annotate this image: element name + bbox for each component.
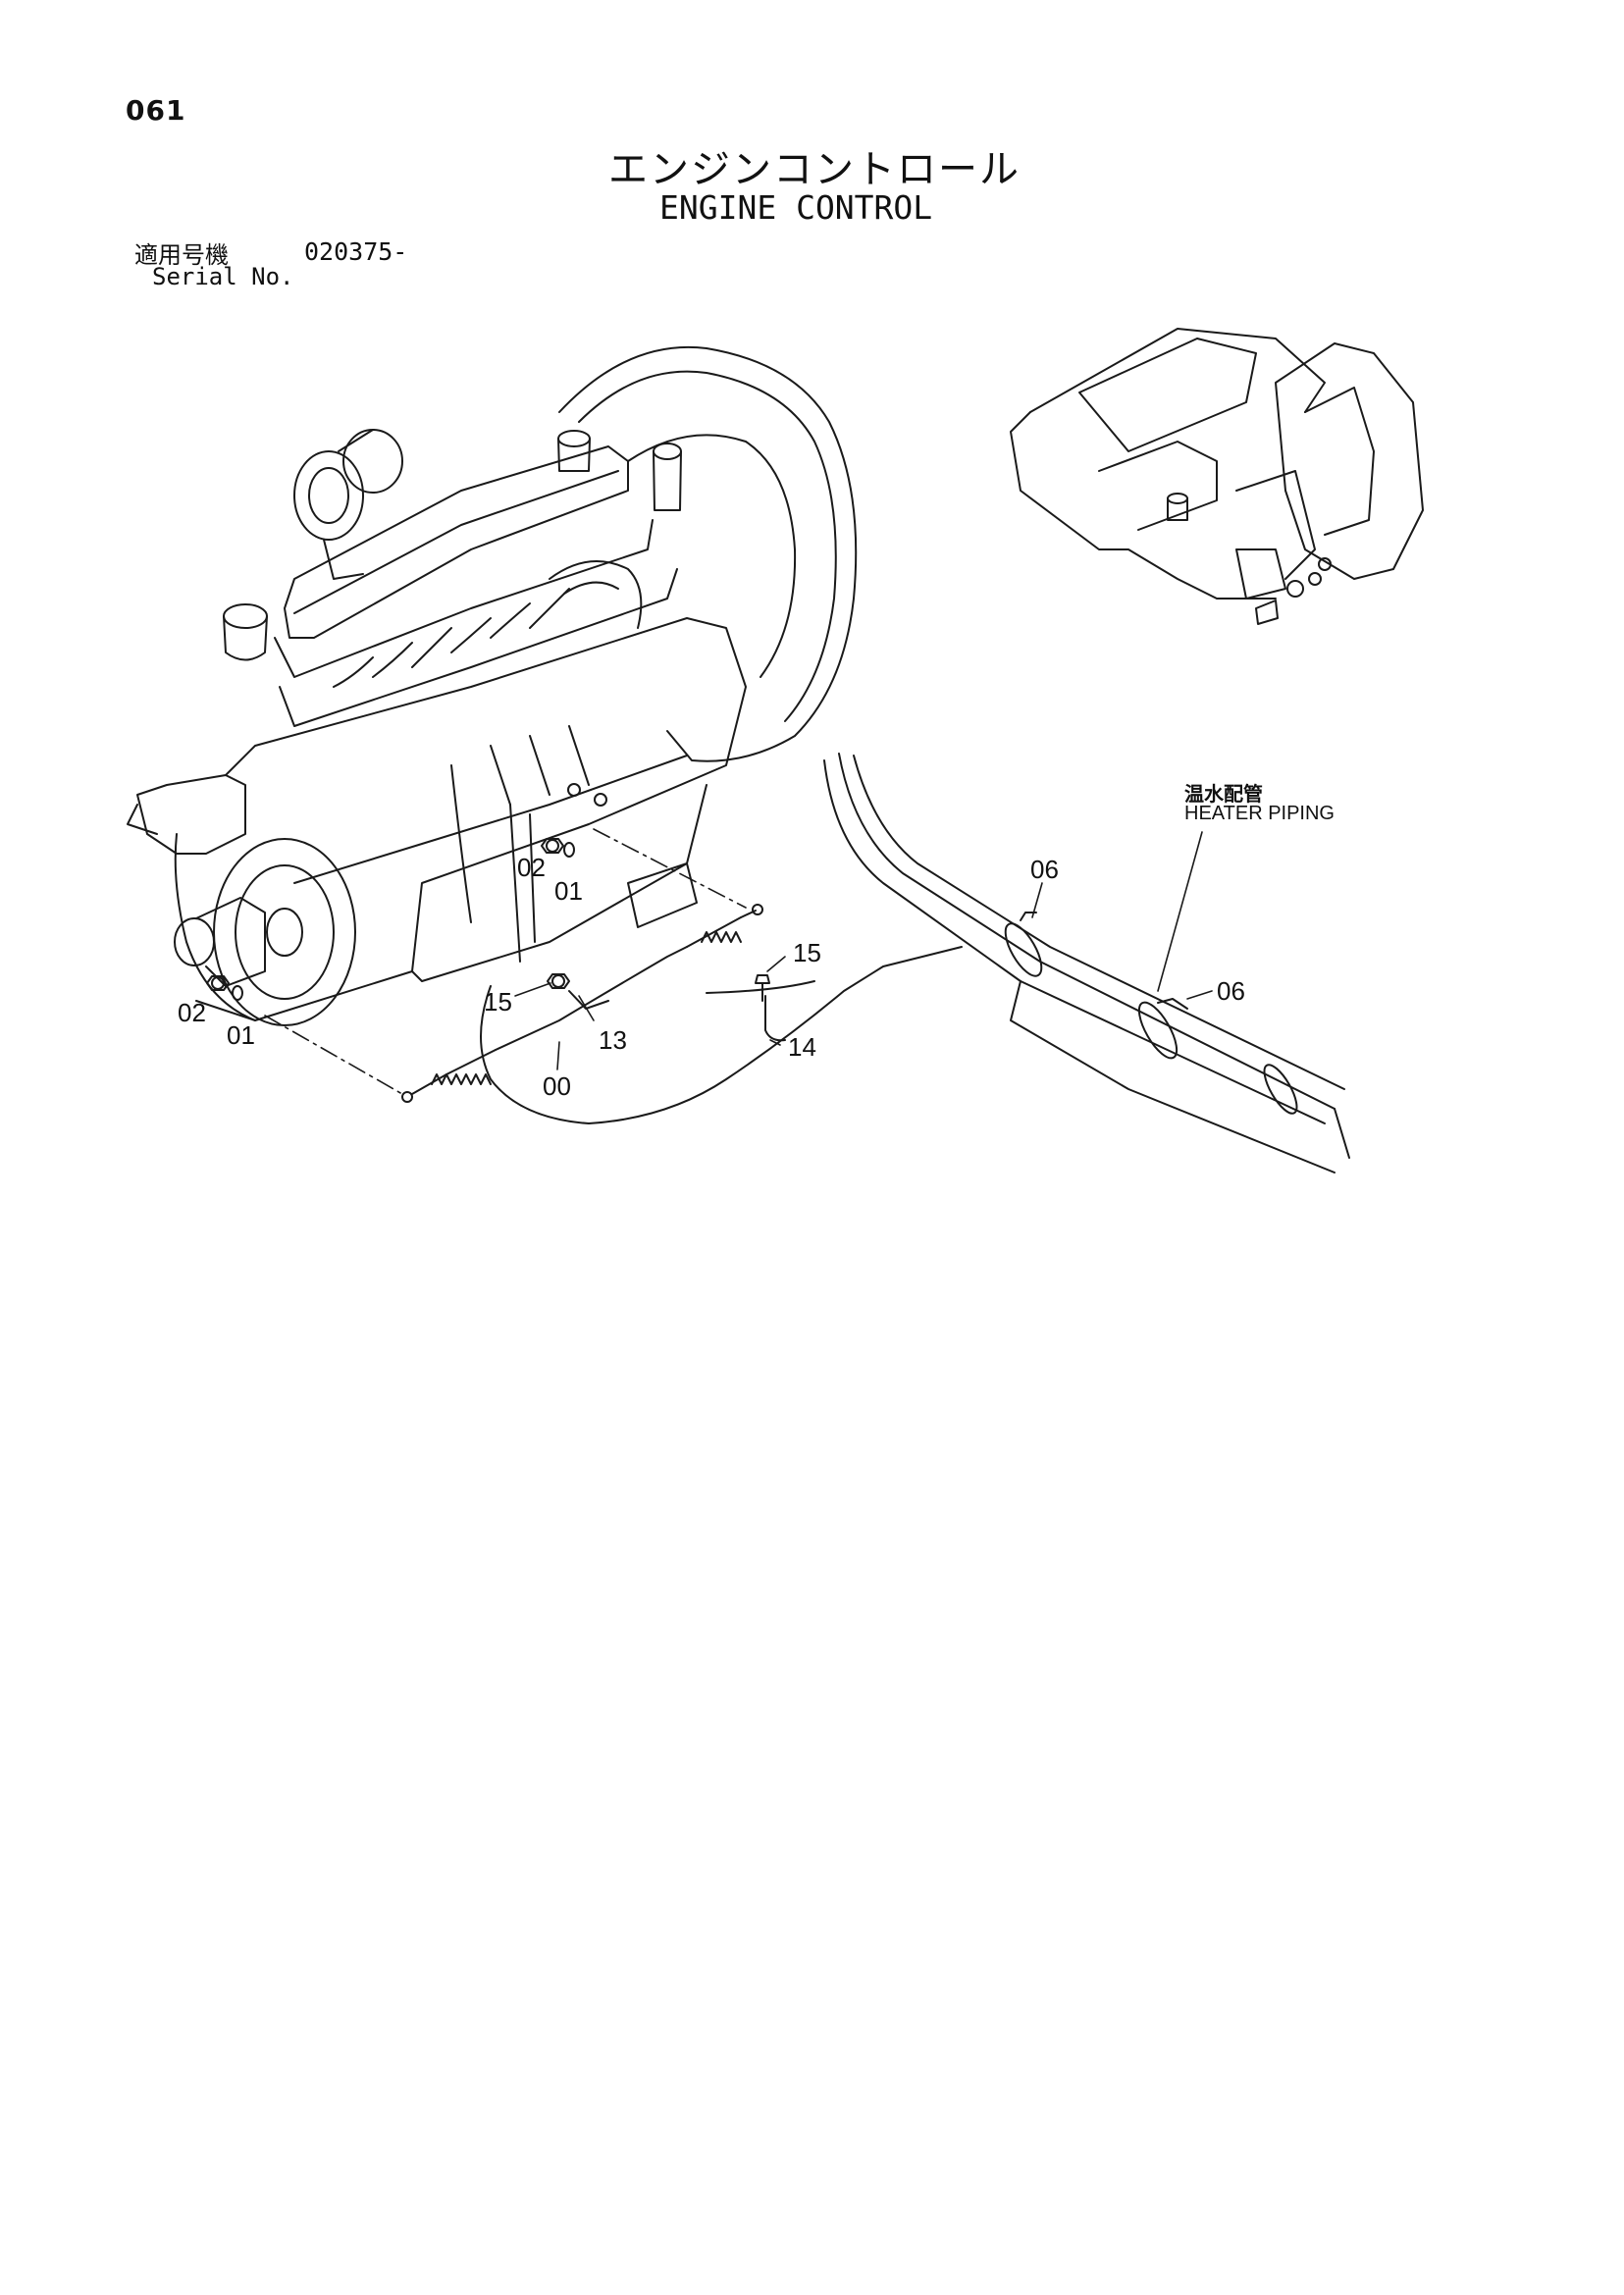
fasteners <box>206 838 770 1010</box>
heater-piping-lines <box>823 753 1350 1174</box>
engine-illustration <box>127 345 858 1026</box>
excavator-key-illustration <box>1010 328 1424 625</box>
callout-06-upper: 06 <box>1030 855 1059 884</box>
heater-piping-label-english: HEATER PIPING <box>1184 803 1335 824</box>
callout-01-upper: 01 <box>554 876 583 906</box>
callout-01-left: 01 <box>227 1020 255 1050</box>
page-title-japanese: エンジンコントロール <box>608 147 1021 192</box>
callout-15-right: 15 <box>793 938 821 967</box>
reference-lines <box>264 828 747 1095</box>
callout-13: 13 <box>599 1025 627 1055</box>
callout-14: 14 <box>788 1032 816 1062</box>
page-number: 061 <box>126 94 186 127</box>
callout-00: 00 <box>543 1071 571 1101</box>
callout-02-left: 02 <box>178 998 206 1027</box>
callout-15-left: 15 <box>484 987 512 1017</box>
callout-leaders <box>514 831 1213 1070</box>
page-title-english: ENGINE CONTROL <box>659 188 933 227</box>
heater-piping-label-japanese: 温水配管 <box>1184 782 1263 806</box>
callout-06-right: 06 <box>1217 976 1245 1006</box>
serial-label-english: Serial No. <box>152 263 294 290</box>
callout-02-upper: 02 <box>517 853 546 882</box>
control-cable <box>401 904 963 1124</box>
pipe-clamps <box>1004 912 1298 1115</box>
serial-label-japanese: 適用号機 <box>134 241 229 269</box>
serial-number-value: 020375- <box>304 237 408 266</box>
